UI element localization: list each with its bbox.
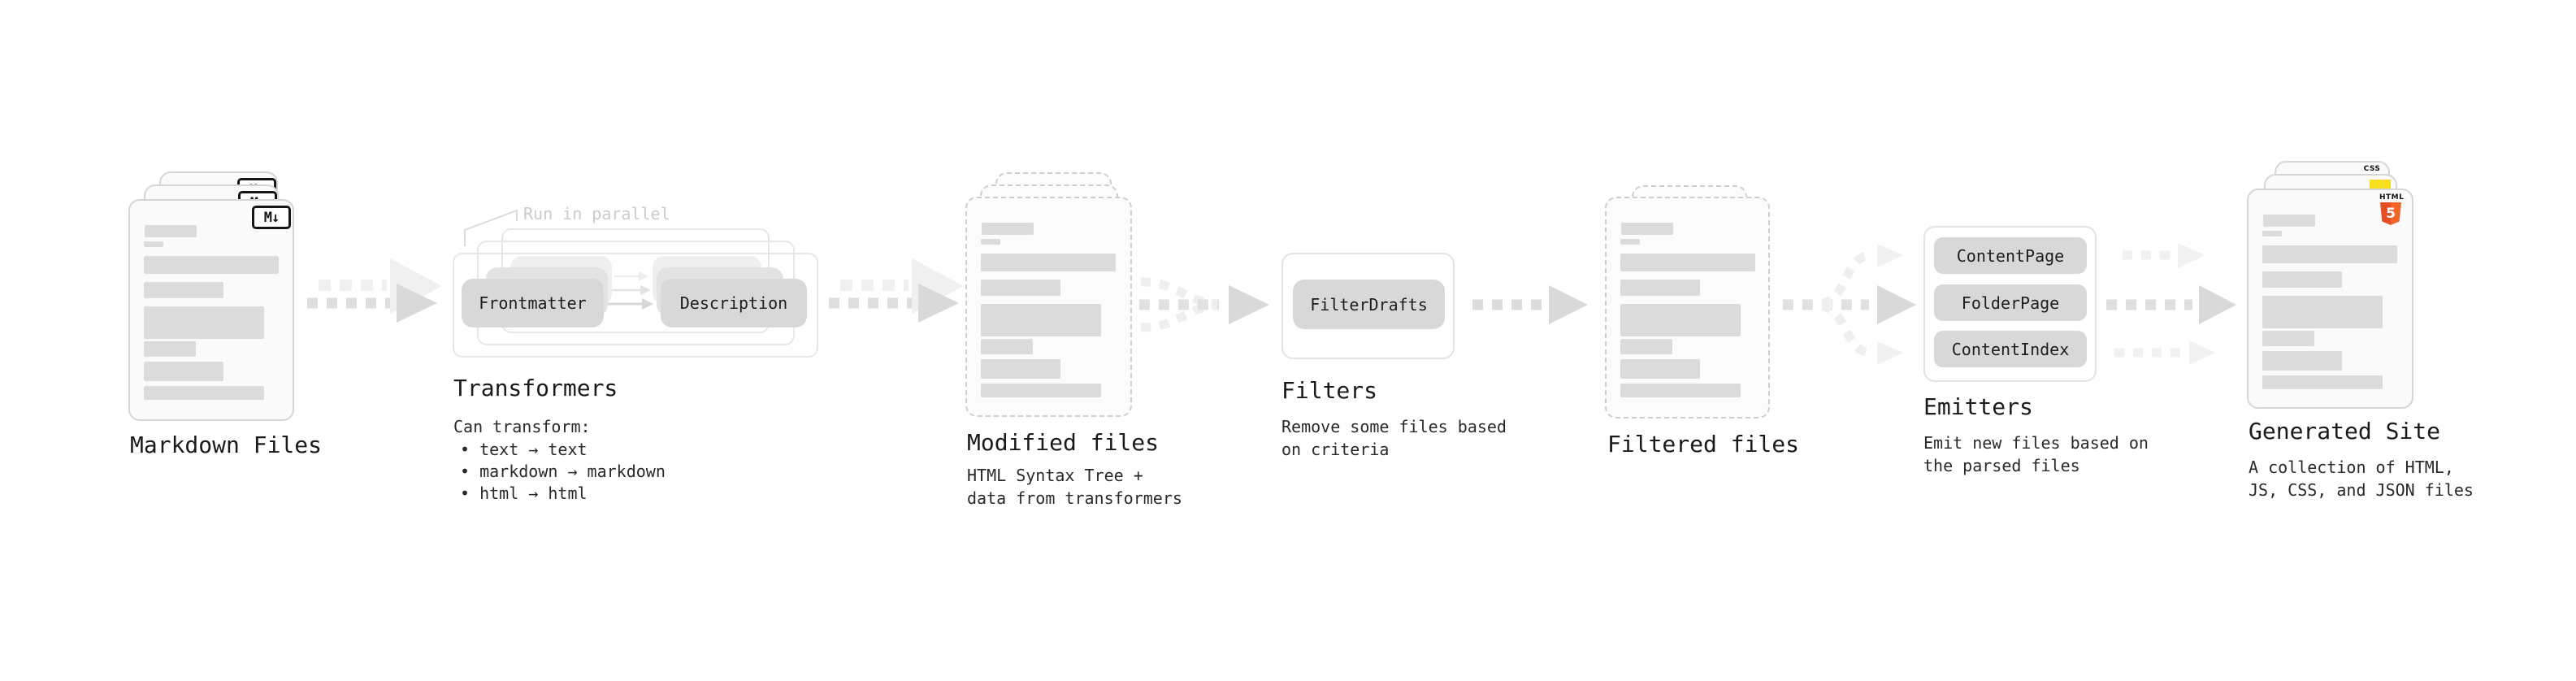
doc-line xyxy=(144,241,163,247)
doc-line xyxy=(1620,359,1700,379)
doc-line xyxy=(981,280,1060,296)
transformers-bullet: • markdown → markdown xyxy=(460,462,666,481)
doc-line xyxy=(981,304,1101,336)
stage-label-filters: Filters xyxy=(1281,377,1378,404)
doc-line xyxy=(2262,231,2282,236)
html5-logo-icon: HTML 5 xyxy=(2379,194,2404,225)
doc-line xyxy=(2262,245,2397,263)
doc-line xyxy=(1620,254,1755,271)
doc-line xyxy=(981,359,1060,379)
stage-label-generated-site: Generated Site xyxy=(2249,418,2441,445)
doc-line xyxy=(1620,339,1672,354)
emitters-desc-line: Emit new files based on xyxy=(1923,433,2149,453)
run-in-parallel-callout-line xyxy=(464,209,518,246)
doc-line xyxy=(144,341,196,357)
doc-line xyxy=(2262,351,2342,371)
markdown-logo-icon: M↓ xyxy=(252,206,291,229)
stage-label-transformers: Transformers xyxy=(453,375,618,401)
folderpage-node: FolderPage xyxy=(1934,284,2087,321)
generated-desc-line: A collection of HTML, xyxy=(2249,458,2454,477)
arrow-transformers-to-modified xyxy=(829,258,964,323)
stage-label-modified-files: Modified files xyxy=(967,429,1160,456)
fan-in-arrow-modified-to-filters xyxy=(1139,277,1269,332)
modified-desc-line: data from transformers xyxy=(967,488,1182,508)
emitters-desc-line: the parsed files xyxy=(1923,456,2080,475)
doc-line xyxy=(2262,271,2342,288)
stage-label-filtered-files: Filtered files xyxy=(1607,431,1800,458)
doc-line xyxy=(144,386,264,400)
doc-line xyxy=(144,362,223,381)
doc-line xyxy=(981,339,1033,354)
doc-line xyxy=(144,306,264,339)
transformers-bullet: • text → text xyxy=(460,440,588,459)
transformer-parallel-arrows xyxy=(608,271,653,310)
transformers-bullet: • html → html xyxy=(460,484,588,503)
doc-line xyxy=(981,384,1101,397)
stage-label-emitters: Emitters xyxy=(1923,393,2033,420)
doc-line xyxy=(145,225,197,237)
description-node: Description xyxy=(661,279,807,327)
generated-doc-front xyxy=(2247,189,2413,409)
filtered-doc-front xyxy=(1605,197,1770,419)
markdown-doc-front xyxy=(128,199,294,421)
doc-line xyxy=(144,282,223,298)
doc-placeholder-lines xyxy=(967,198,1130,415)
doc-line xyxy=(2262,296,2383,328)
doc-line xyxy=(1620,304,1741,336)
doc-line xyxy=(2262,375,2383,389)
filterdrafts-node: FilterDrafts xyxy=(1293,280,1445,329)
transformers-desc-intro: Can transform: xyxy=(453,417,591,436)
doc-placeholder-lines xyxy=(130,201,293,419)
arrow-markdown-to-transformers xyxy=(307,258,442,323)
doc-line xyxy=(1620,384,1741,397)
doc-placeholder-lines xyxy=(2249,190,2412,407)
run-in-parallel-annotation: Run in parallel xyxy=(523,204,670,223)
doc-line xyxy=(144,256,279,274)
doc-placeholder-lines xyxy=(1607,198,1768,417)
doc-line xyxy=(981,239,1000,245)
doc-line xyxy=(2263,215,2315,227)
filters-desc-line: Remove some files based xyxy=(1281,417,1507,436)
fan-out-arrow-filtered-to-emitters xyxy=(1783,244,1916,365)
modified-doc-front xyxy=(965,197,1132,417)
contentindex-node: ContentIndex xyxy=(1934,331,2087,367)
doc-line xyxy=(1621,223,1673,235)
stage-label-markdown-files: Markdown Files xyxy=(130,432,323,458)
doc-line xyxy=(981,254,1116,271)
doc-line xyxy=(1620,239,1640,245)
frontmatter-node: Frontmatter xyxy=(462,279,604,327)
transformers-frame-front xyxy=(453,253,818,358)
doc-line xyxy=(982,223,1034,235)
contentpage-node: ContentPage xyxy=(1934,237,2087,274)
generated-desc-line: JS, CSS, and JSON files xyxy=(2249,480,2474,500)
arrow-filters-to-filtered xyxy=(1472,285,1588,324)
modified-desc-line: HTML Syntax Tree + xyxy=(967,466,1143,485)
doc-line xyxy=(2262,331,2314,346)
filters-desc-line: on criteria xyxy=(1281,440,1390,459)
arrows-emitters-to-generated xyxy=(2106,243,2236,365)
doc-line xyxy=(1620,280,1700,296)
